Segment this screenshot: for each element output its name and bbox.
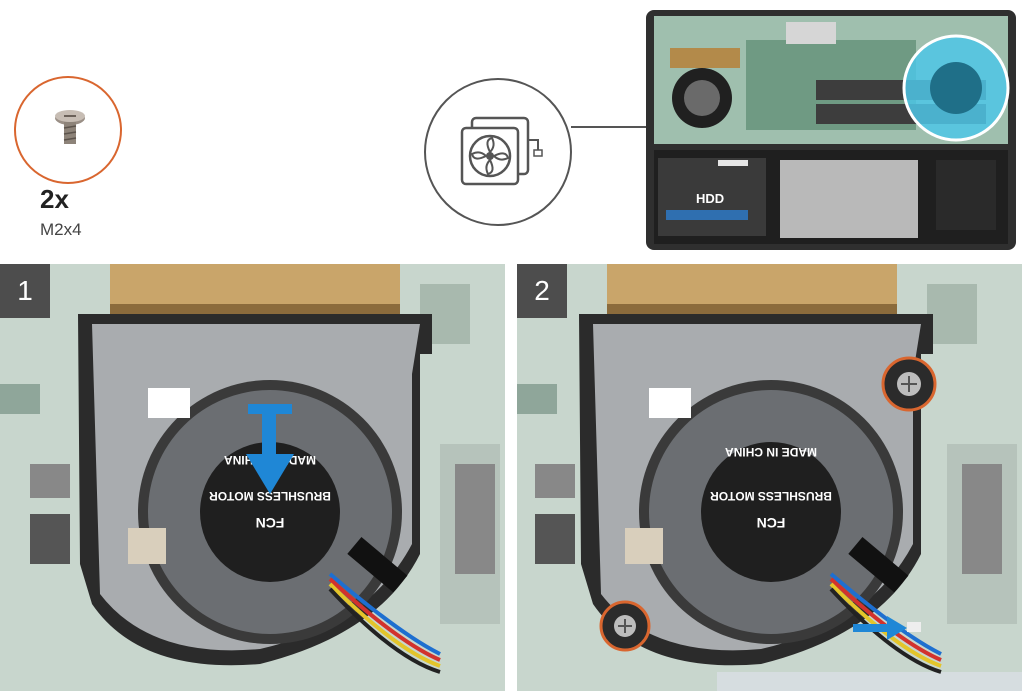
screw-callout [14, 76, 122, 184]
lift-arrow-icon [246, 404, 294, 494]
screw-callout-top-right [881, 356, 937, 412]
step-number: 2 [517, 264, 567, 318]
step-number: 1 [0, 264, 50, 318]
fan-label-brand: FCN [757, 515, 786, 531]
step-1-panel: 1 MADE IN CHINA BRUSHLESS MOTOR FCN [0, 264, 505, 691]
fan-label-motor: BRUSHLESS MOTOR [710, 489, 832, 503]
fan-label-motor: BRUSHLESS MOTOR [209, 489, 331, 503]
screw-icon [55, 110, 85, 144]
fan-label-made-in: MADE IN CHINA [725, 445, 817, 459]
screw-callout-bottom-left [599, 600, 651, 652]
step-2-panel: 2 MADE IN CHINA BRUSHLESS MOTOR FCN [517, 264, 1022, 691]
fan-label-brand: FCN [256, 515, 285, 531]
hdd-label: HDD [696, 191, 724, 206]
laptop-overview: HDD [646, 10, 1016, 250]
screw-size: M2x4 [40, 220, 82, 239]
fan-callout [424, 78, 572, 226]
fan-icon [460, 116, 543, 186]
connect-arrow-icon [853, 616, 907, 640]
screw-count: 2x [40, 184, 69, 214]
